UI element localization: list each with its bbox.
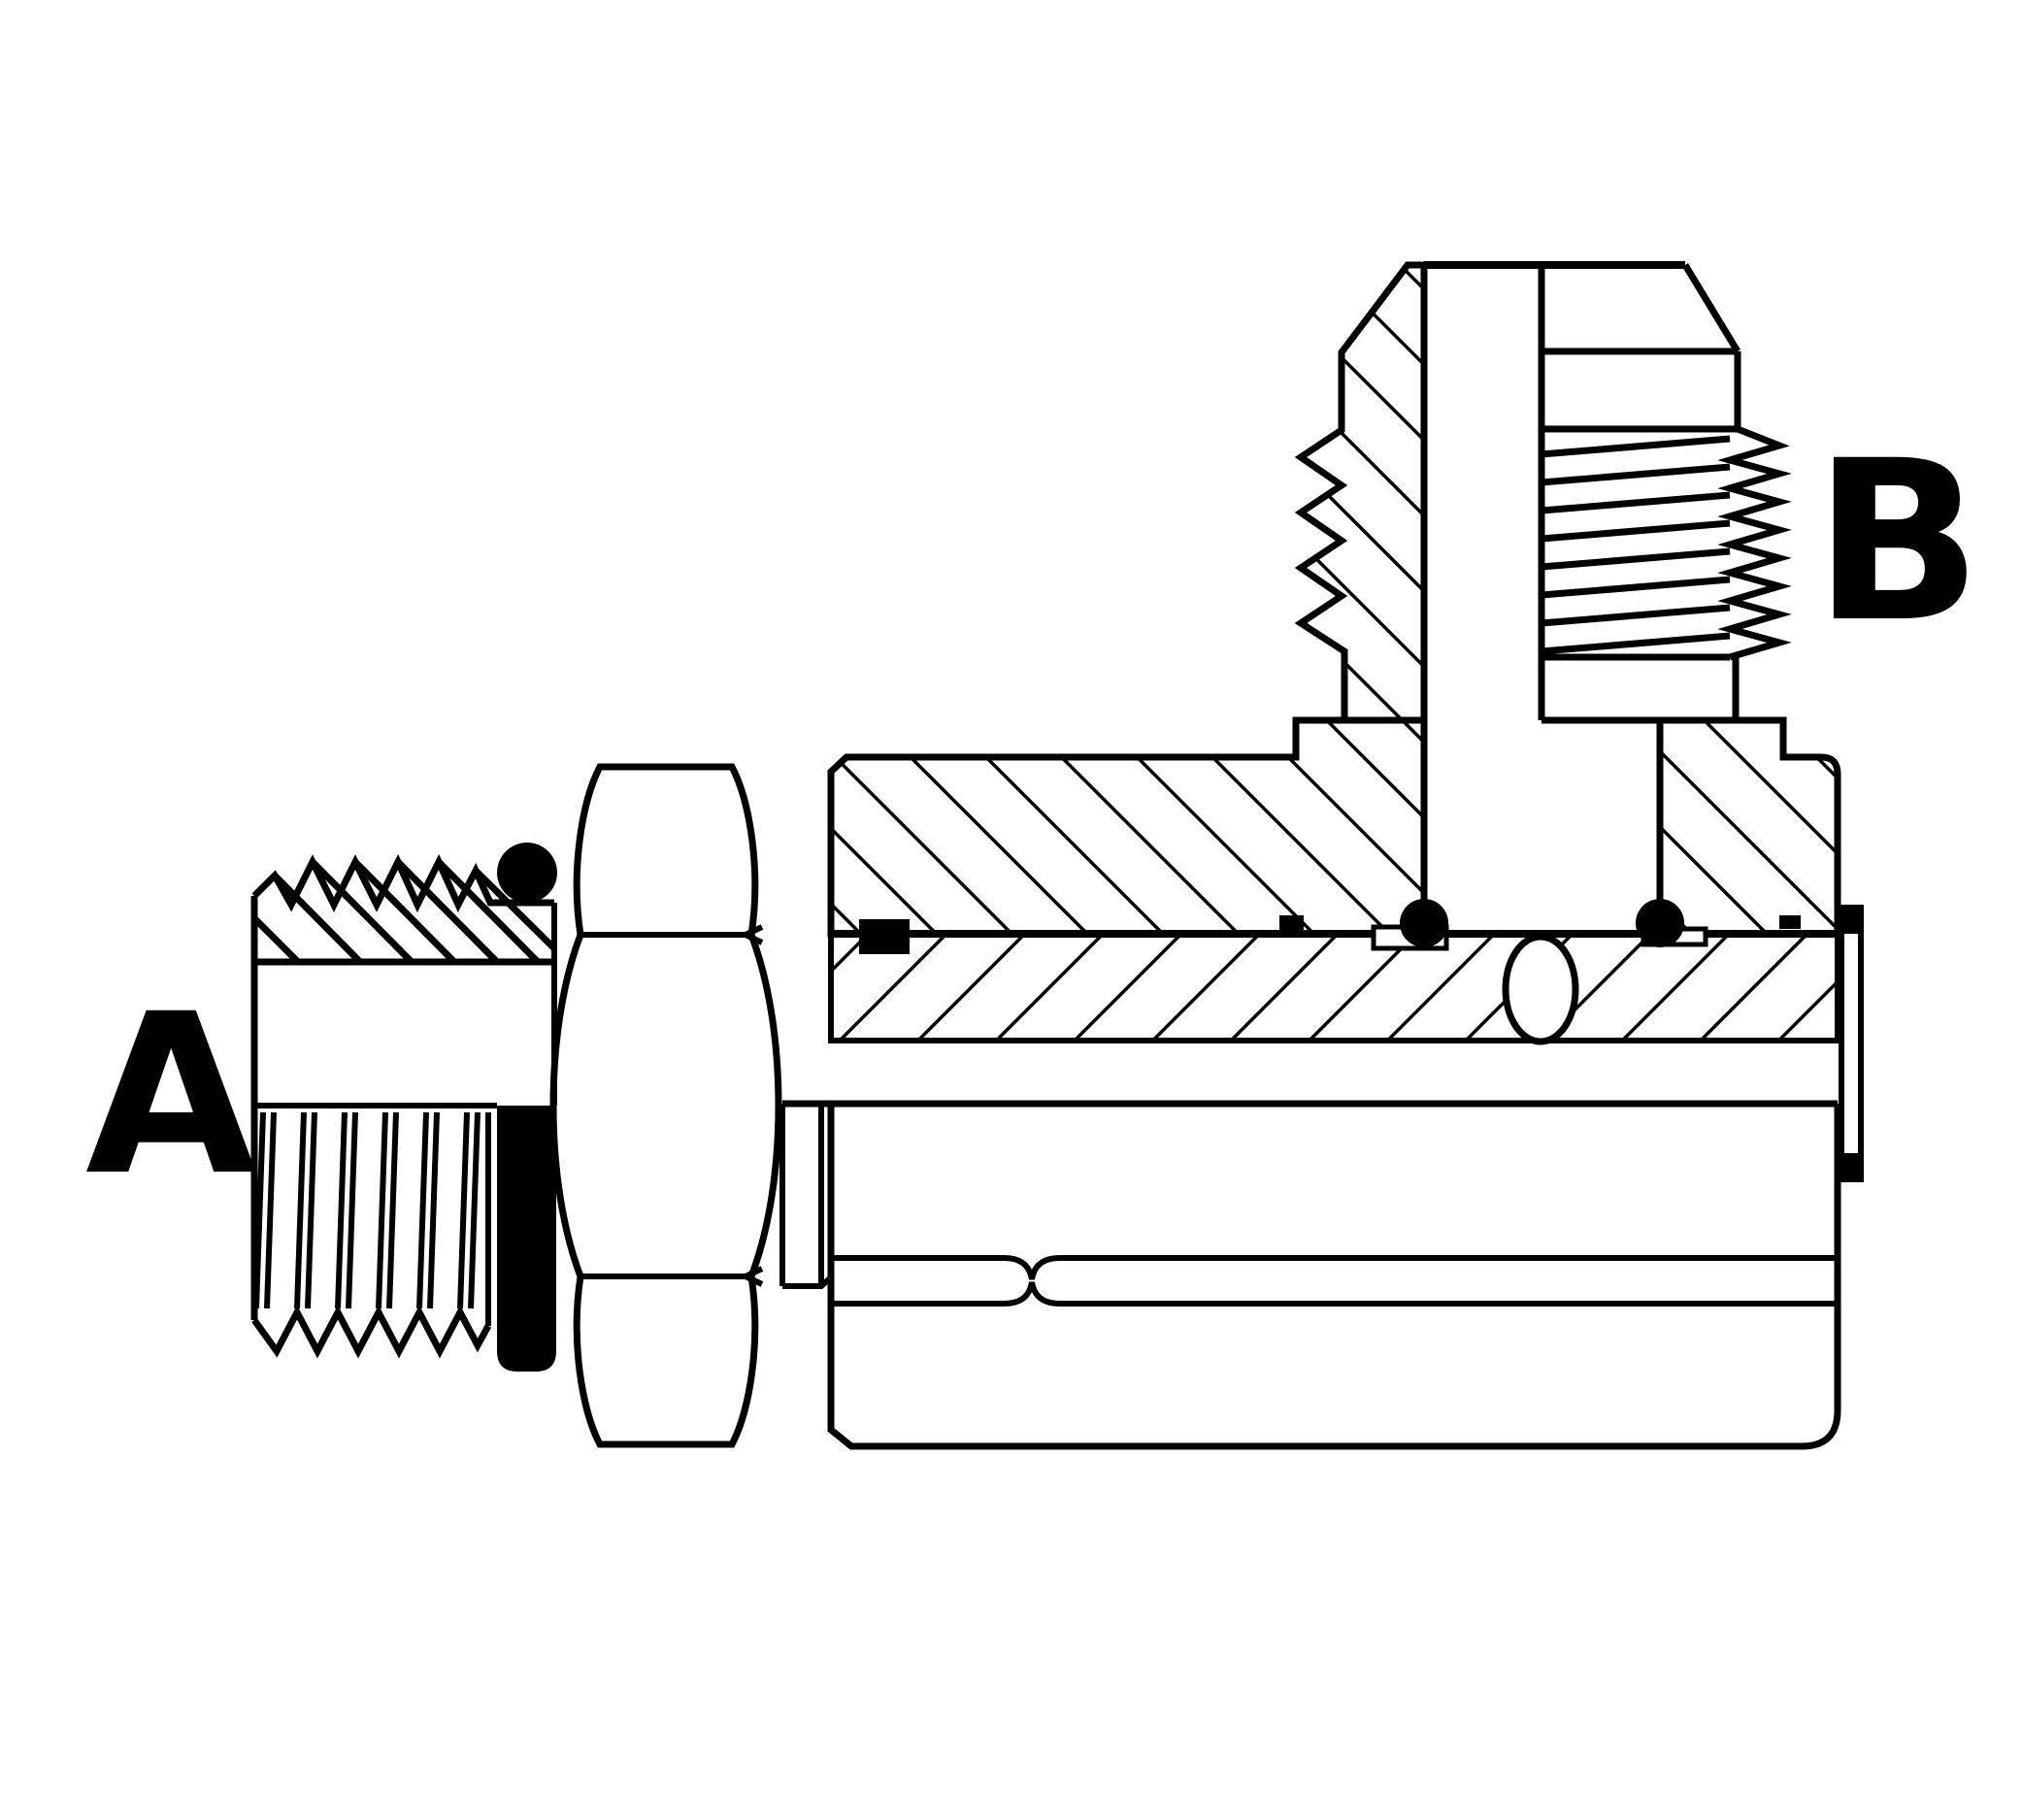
thread-a-flank-lines [251,859,557,965]
body-section-left [827,261,1428,938]
hex-left-flat [549,933,584,1278]
port-passage-opening [1502,933,1579,1045]
o-ring-a-section-dot [497,843,557,903]
o-ring-a [497,843,557,1372]
body-lower-outline [827,1104,1841,1450]
hex-locknut [549,763,782,1448]
body-section-lower-band [828,931,1840,1043]
thread-b-crest-zigzag [1717,425,1792,661]
hex-top-chamfer-band [573,763,759,936]
body-section-right [1656,716,1841,938]
thread-a-helix-lines [253,1111,481,1309]
port-a-label: A [85,966,256,1224]
thread-a-lower-crest [251,1305,492,1359]
body-lower-external [827,1104,1841,1450]
end-washer-seal-bottom [1841,1153,1861,1179]
o-ring-b-dot-right [1636,899,1684,947]
end-washer-body [1839,905,1864,1182]
o-ring-b-dot-left [1400,899,1448,947]
wrench-flat-lower-edge [831,1281,1838,1307]
port-b-label: B [1813,413,1982,671]
o-ring-b [1371,899,1708,951]
end-washer-seal-top [1841,908,1861,934]
port-b-right-chamfer [1682,263,1740,353]
hex-bottom-chamfer-band [573,1275,759,1448]
thread-b-helix-lines [1541,435,1731,655]
hex-corner-edges [580,924,764,1287]
o-ring-a-side-view [497,1106,556,1372]
seal-block-mid [1279,915,1304,930]
port-b-male-thread [1424,261,1792,724]
end-washer [1839,905,1864,1182]
hex-right-flat [747,933,782,1278]
wrench-flat-upper-edge [831,1255,1838,1280]
seal-blocks [859,915,1801,954]
seal-block-left [859,919,910,954]
seal-block-right [1779,915,1801,929]
